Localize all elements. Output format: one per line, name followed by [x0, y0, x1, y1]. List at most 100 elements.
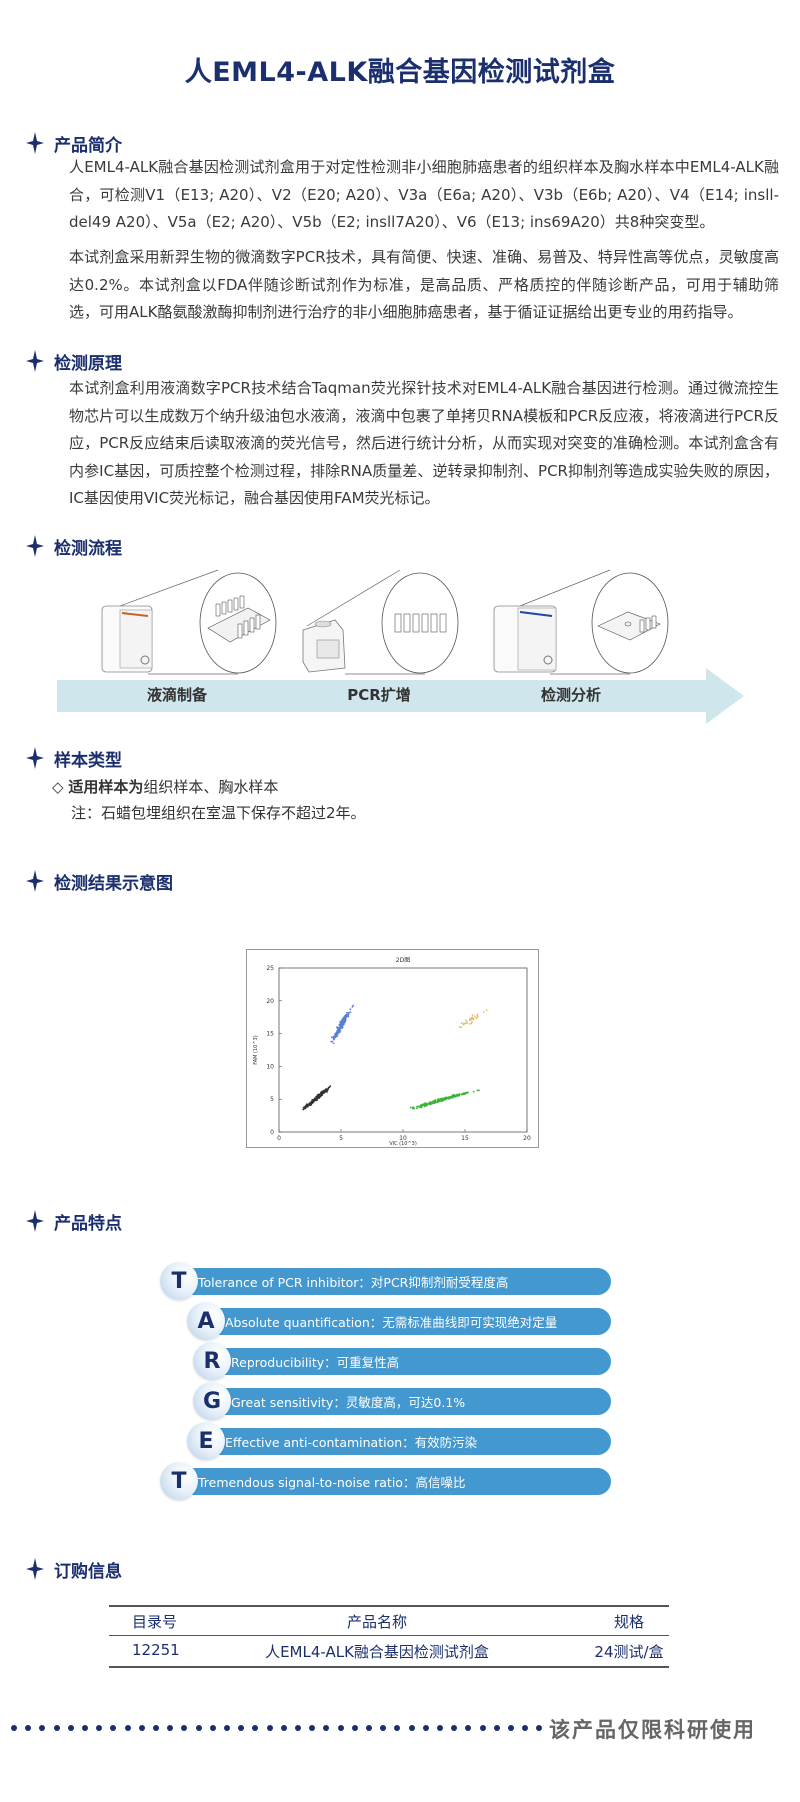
divider-dot	[153, 1725, 159, 1731]
section-heading-label: 产品简介	[54, 135, 122, 156]
data-point	[420, 1104, 423, 1107]
sample-bullet: ◇ 适用样本为组织样本、胸水样本	[52, 776, 278, 797]
sample-bullet-label: 适用样本为	[68, 778, 144, 796]
table-header-spec: 规格	[613, 1613, 644, 1631]
data-point	[465, 1020, 468, 1023]
divider-dot	[252, 1725, 259, 1731]
data-point	[334, 1033, 337, 1036]
data-point	[345, 1013, 348, 1016]
data-point	[339, 1020, 342, 1023]
star-icon	[26, 132, 44, 154]
feature-text: Great sensitivity：灵敏度高，可达0.1%	[231, 1395, 466, 1410]
data-point	[339, 1022, 342, 1024]
section-heading-order: 订购信息	[26, 1556, 122, 1582]
data-point	[303, 1107, 306, 1110]
data-point	[333, 1035, 336, 1038]
data-point	[336, 1029, 339, 1032]
feature-text: Absolute quantification：无需标准曲线即可实现绝对定量	[225, 1315, 558, 1330]
sample-note: 注：石蜡包埋组织在室温下保存不超过2年。	[71, 804, 366, 822]
star-icon	[26, 1558, 44, 1580]
data-point	[423, 1104, 426, 1106]
divider-dot	[181, 1725, 188, 1731]
table-bottom-rule	[109, 1666, 669, 1668]
y-tick-label: 5	[270, 1096, 274, 1103]
star-icon	[26, 350, 44, 372]
table-cell-spec: 24测试/盒	[594, 1643, 664, 1661]
feature-letter-badge: T	[160, 1462, 198, 1500]
data-point	[464, 1019, 467, 1022]
divider-dot	[479, 1725, 486, 1731]
droplet-generator-illustration	[101, 569, 277, 675]
data-point	[302, 1106, 305, 1109]
section-heading-workflow: 检测流程	[26, 533, 122, 559]
workflow-arrow-head-icon	[706, 668, 744, 724]
data-point	[469, 1022, 472, 1025]
data-point	[328, 1086, 331, 1089]
data-point	[464, 1091, 467, 1094]
data-point	[433, 1102, 436, 1105]
data-point	[431, 1101, 434, 1104]
divider-dot	[67, 1725, 74, 1731]
section-heading-label: 检测流程	[54, 538, 122, 559]
divider-dot	[138, 1725, 145, 1731]
data-point	[470, 1022, 473, 1025]
feature-bar: Reproducibility：可重复性高	[203, 1348, 611, 1375]
data-point	[471, 1014, 474, 1017]
page-title: 人EML4-ALK融合基因检测试剂盒	[184, 57, 616, 88]
data-point	[347, 1013, 350, 1016]
data-point	[322, 1092, 325, 1094]
data-point	[345, 1011, 348, 1014]
data-point	[424, 1102, 427, 1104]
data-point	[438, 1099, 441, 1102]
divider-dot	[195, 1725, 202, 1731]
feature-text: Tremendous signal-to-noise ratio：高信噪比	[198, 1475, 466, 1490]
data-point	[468, 1019, 471, 1022]
divider-dot	[422, 1725, 429, 1731]
data-point	[411, 1106, 414, 1109]
divider-dot	[82, 1725, 88, 1731]
data-point	[482, 1011, 485, 1013]
data-point	[420, 1106, 423, 1109]
data-point	[302, 1108, 305, 1111]
section-heading-features: 产品特点	[26, 1208, 122, 1234]
divider-dot	[508, 1725, 514, 1731]
data-point	[443, 1097, 446, 1099]
star-icon	[26, 870, 44, 892]
data-point	[472, 1090, 475, 1093]
feature-letter-badge: T	[160, 1262, 198, 1300]
data-point	[434, 1099, 437, 1102]
feature-letter-badge: A	[187, 1302, 225, 1340]
data-point	[304, 1104, 307, 1107]
feature-bar: Absolute quantification：无需标准曲线即可实现绝对定量	[197, 1308, 611, 1335]
data-point	[342, 1016, 345, 1019]
principle-paragraph: 本试剂盒利用液滴数字PCR技术结合Taqman荧光探针技术对EML4-ALK融合…	[69, 379, 779, 507]
section-heading-principle: 检测原理	[26, 348, 122, 374]
data-point	[416, 1107, 418, 1110]
data-point	[347, 1012, 349, 1014]
section-heading-label: 样本类型	[54, 750, 122, 771]
x-tick-label: 15	[461, 1135, 469, 1142]
data-point	[413, 1107, 416, 1110]
pcr-instrument-illustration	[302, 569, 459, 675]
section-heading-label: 产品特点	[54, 1213, 122, 1234]
divider-dot	[366, 1725, 372, 1731]
intro-paragraph-2: 本试剂盒采用新羿生物的微滴数字PCR技术，具有简便、快速、准确、易普及、特异性高…	[69, 248, 779, 321]
table-header-product: 产品名称	[346, 1613, 407, 1631]
divider-dot	[323, 1725, 330, 1731]
divider-dot	[465, 1725, 472, 1731]
workflow-step-droplet: 液滴制备	[146, 686, 207, 704]
star-icon	[26, 747, 44, 769]
data-point	[466, 1022, 469, 1025]
diamond-icon: ◇	[52, 778, 64, 796]
workflow-arrow-band	[57, 680, 707, 712]
data-point	[464, 1093, 466, 1096]
feature-text: Tolerance of PCR inhibitor：对PCR抑制剂耐受程度高	[198, 1275, 509, 1290]
workflow-step-analysis: 检测分析	[540, 686, 601, 704]
data-point	[339, 1023, 341, 1026]
data-point	[333, 1038, 335, 1041]
data-point	[460, 1022, 463, 1024]
data-point	[317, 1094, 320, 1097]
data-point	[331, 1040, 333, 1043]
data-point	[343, 1019, 346, 1021]
data-point	[319, 1093, 322, 1096]
